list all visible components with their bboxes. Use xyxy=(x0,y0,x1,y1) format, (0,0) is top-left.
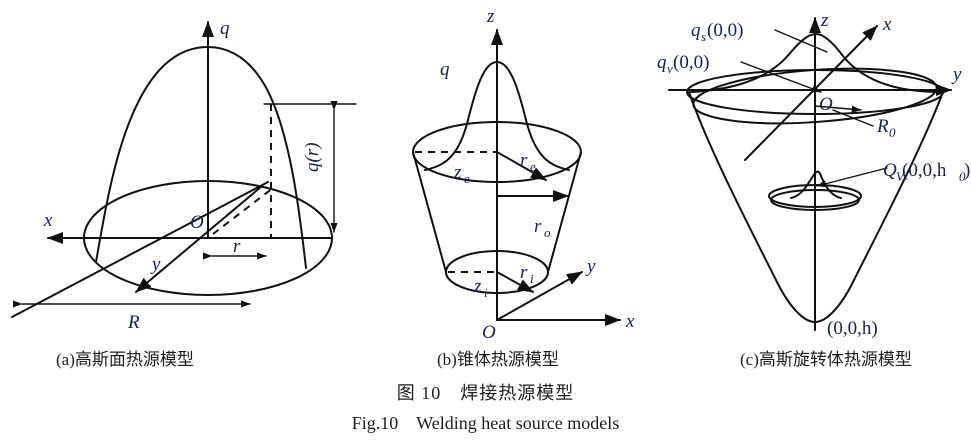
svg-text:s: s xyxy=(701,29,706,44)
subcaptions-row: (a)高斯面热源模型 (b)锥体热源模型 (c)高斯旋转体热源模型 xyxy=(0,345,971,377)
arrow-re xyxy=(496,151,547,181)
leader-qv xyxy=(740,61,822,93)
label-radius-R: R xyxy=(127,312,140,333)
label-z-axis: z xyxy=(486,6,495,27)
subcaption-a: (a)高斯面热源模型 xyxy=(56,350,194,369)
label-re: r e xyxy=(520,150,536,174)
label-qs: q s (0,0) xyxy=(691,20,743,44)
svg-text:o: o xyxy=(544,225,551,240)
inner-plane-ellipse-h0-b xyxy=(770,189,860,211)
panel-conical-model: z x y O q z e z i r e r o r i xyxy=(370,0,655,345)
svg-text:e: e xyxy=(464,171,470,186)
label-qv: q v (0,0) xyxy=(657,52,709,76)
axis-y xyxy=(496,271,583,321)
arrow-ri xyxy=(496,271,534,293)
inner-plane-ellipse-h0 xyxy=(768,184,862,208)
inner-gaussian-peak xyxy=(790,170,842,199)
arrow-R0-direction xyxy=(814,105,862,113)
svg-text:(0,0): (0,0) xyxy=(673,52,709,73)
label-q-curve: q xyxy=(440,59,450,80)
label-q-axis: q xyxy=(220,18,230,39)
label-depth-point: (0,0,h) xyxy=(827,318,878,339)
base-ellipse xyxy=(83,180,333,296)
gaussian-bell-curve xyxy=(95,46,307,269)
svg-text:z: z xyxy=(473,276,482,297)
svg-text:R: R xyxy=(876,116,889,137)
label-R0: R 0 xyxy=(876,116,896,140)
svg-text:q: q xyxy=(657,52,667,73)
svg-text:(0,0,h: (0,0,h xyxy=(902,160,947,181)
diagonal-guide xyxy=(11,181,269,318)
label-origin: O xyxy=(819,94,833,115)
svg-text:V: V xyxy=(896,169,906,184)
svg-text:r: r xyxy=(534,216,542,237)
rotary-body-left-wall xyxy=(688,91,816,323)
cone-right-side xyxy=(547,151,582,273)
svg-text:): ) xyxy=(964,160,970,181)
panel-gaussian-rotary-model: z y x O q s (0,0) q v (0,0) R 0 Q V (0,0… xyxy=(655,0,971,345)
leader-R0 xyxy=(832,109,874,127)
label-x-axis: x xyxy=(625,311,635,332)
label-origin: O xyxy=(482,322,496,343)
leader-qs xyxy=(774,29,828,53)
svg-text:r: r xyxy=(520,150,528,171)
label-ze: z e xyxy=(453,162,470,186)
axis-x xyxy=(744,25,878,161)
svg-text:i: i xyxy=(530,271,534,286)
subcaption-c: (c)高斯旋转体热源模型 xyxy=(740,350,912,369)
label-z-axis: z xyxy=(820,10,829,31)
axis-y xyxy=(135,185,263,293)
figure-caption-chinese: 图 10 焊接热源模型 xyxy=(396,383,575,403)
leader-QV xyxy=(816,167,888,188)
gaussian-profile-curve xyxy=(424,61,570,171)
svg-text:r: r xyxy=(520,262,528,283)
svg-text:e: e xyxy=(530,159,536,174)
label-x-axis: x xyxy=(43,210,53,231)
svg-text:q: q xyxy=(691,20,701,41)
label-y-axis: y xyxy=(585,256,596,277)
svg-text:0: 0 xyxy=(889,125,896,140)
svg-text:v: v xyxy=(667,61,673,76)
label-heat-flux-qr: q(r) xyxy=(302,142,323,172)
panel-gaussian-surface-model: q x y O r R q(r) xyxy=(0,0,370,345)
label-y-axis: y xyxy=(150,254,161,275)
svg-text:(0,0): (0,0) xyxy=(707,20,743,41)
svg-text:i: i xyxy=(484,285,488,300)
label-ro: r o xyxy=(534,216,551,240)
label-x-axis: x xyxy=(882,14,892,35)
svg-text:Q: Q xyxy=(883,160,897,181)
label-origin: O xyxy=(190,212,204,233)
label-zi: z i xyxy=(473,276,488,300)
cone-left-side xyxy=(412,151,447,273)
figure-caption-english: Fig.10 Welding heat source models xyxy=(351,413,620,433)
label-radius-r: r xyxy=(233,236,241,257)
svg-text:z: z xyxy=(453,162,462,183)
label-y-axis: y xyxy=(951,64,962,85)
svg-text:0: 0 xyxy=(959,169,966,184)
label-QV: Q V (0,0,h 0 ) xyxy=(883,160,970,184)
label-ri: r i xyxy=(520,262,534,286)
surface-gaussian-curve xyxy=(690,33,944,93)
rotary-body-right-wall xyxy=(814,91,944,323)
subcaption-b: (b)锥体热源模型 xyxy=(437,350,559,369)
